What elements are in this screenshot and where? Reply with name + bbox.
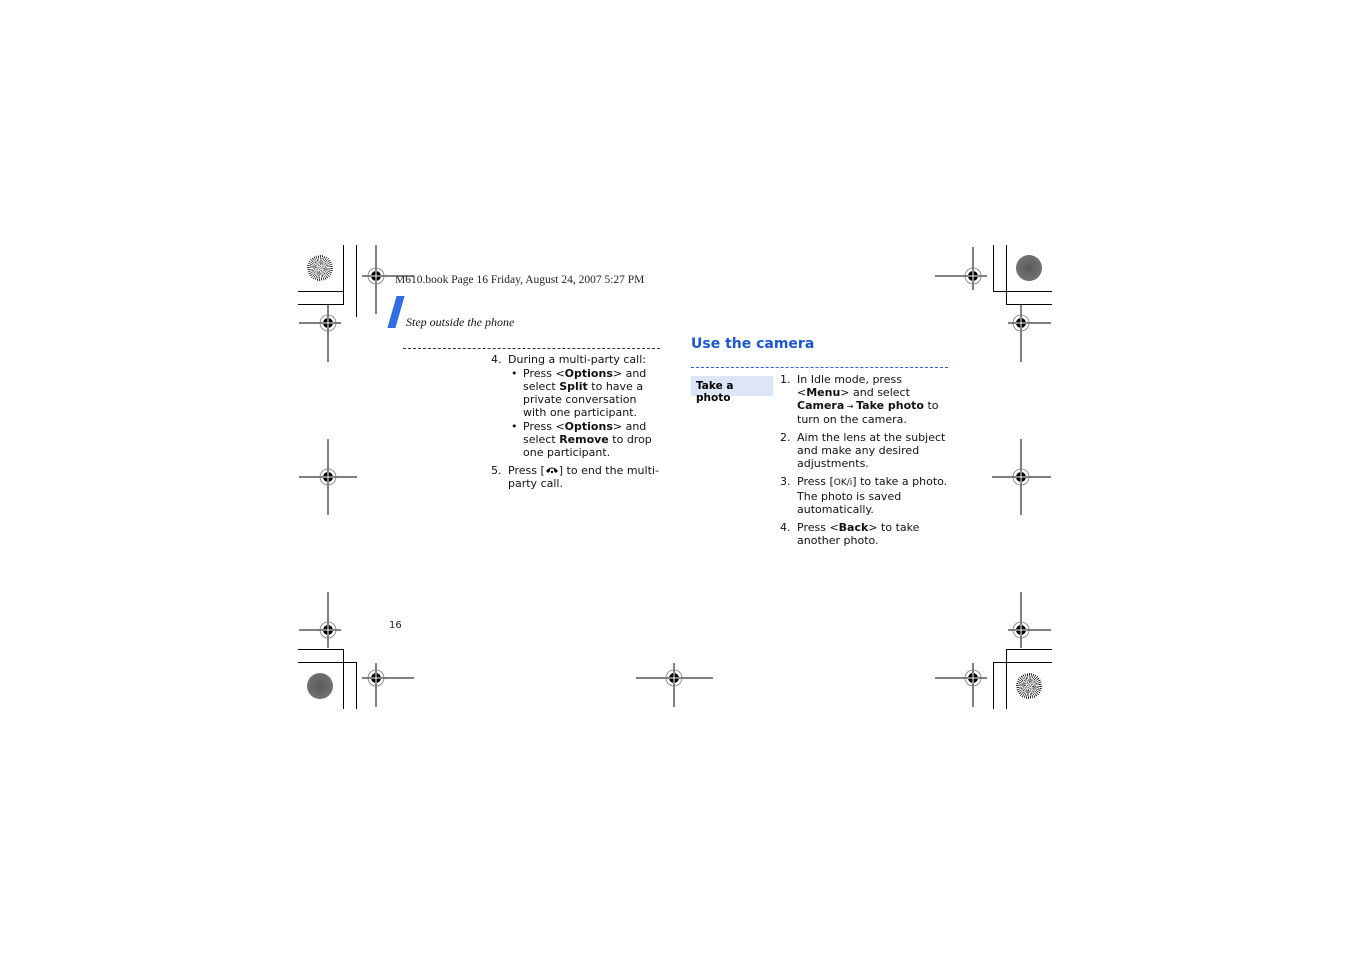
color-rosette-icon bbox=[307, 673, 333, 699]
step-item: 2. Aim the lens at the subject and make … bbox=[780, 431, 946, 470]
color-rosette-icon bbox=[1016, 673, 1042, 699]
ok-key-icon: OK/i bbox=[833, 478, 853, 488]
heading-divider bbox=[691, 367, 948, 368]
color-rosette-icon bbox=[1016, 255, 1042, 281]
color-rosette-icon bbox=[307, 255, 333, 281]
heading-use-the-camera: Use the camera bbox=[691, 336, 815, 352]
step-item: 3. Press [OK/i] to take a photo. The pho… bbox=[780, 475, 948, 516]
step-item: 5. Press [] to end the multi-party call. bbox=[491, 464, 659, 490]
print-slug-line: M610.book Page 16 Friday, August 24, 200… bbox=[395, 274, 645, 286]
left-column-content: 4. During a multi-party call: Press <Opt… bbox=[491, 353, 661, 495]
topic-label: Take a photo bbox=[691, 376, 773, 404]
step-item: 1. In Idle mode, press <Menu> and select… bbox=[780, 373, 939, 426]
end-call-icon bbox=[545, 467, 558, 474]
divider bbox=[403, 348, 660, 349]
step-item: 4. Press <Back> to take another photo. bbox=[780, 521, 920, 547]
bullet-item: Press <Options> and select Split to have… bbox=[508, 367, 661, 419]
bullet-item: Press <Options> and select Remove to dro… bbox=[508, 420, 661, 459]
page-number: 16 bbox=[389, 620, 402, 631]
right-column-content: 1. In Idle mode, press <Menu> and select… bbox=[780, 373, 950, 552]
section-title: Step outside the phone bbox=[406, 315, 515, 329]
step-item: 4. During a multi-party call: Press <Opt… bbox=[491, 353, 661, 459]
